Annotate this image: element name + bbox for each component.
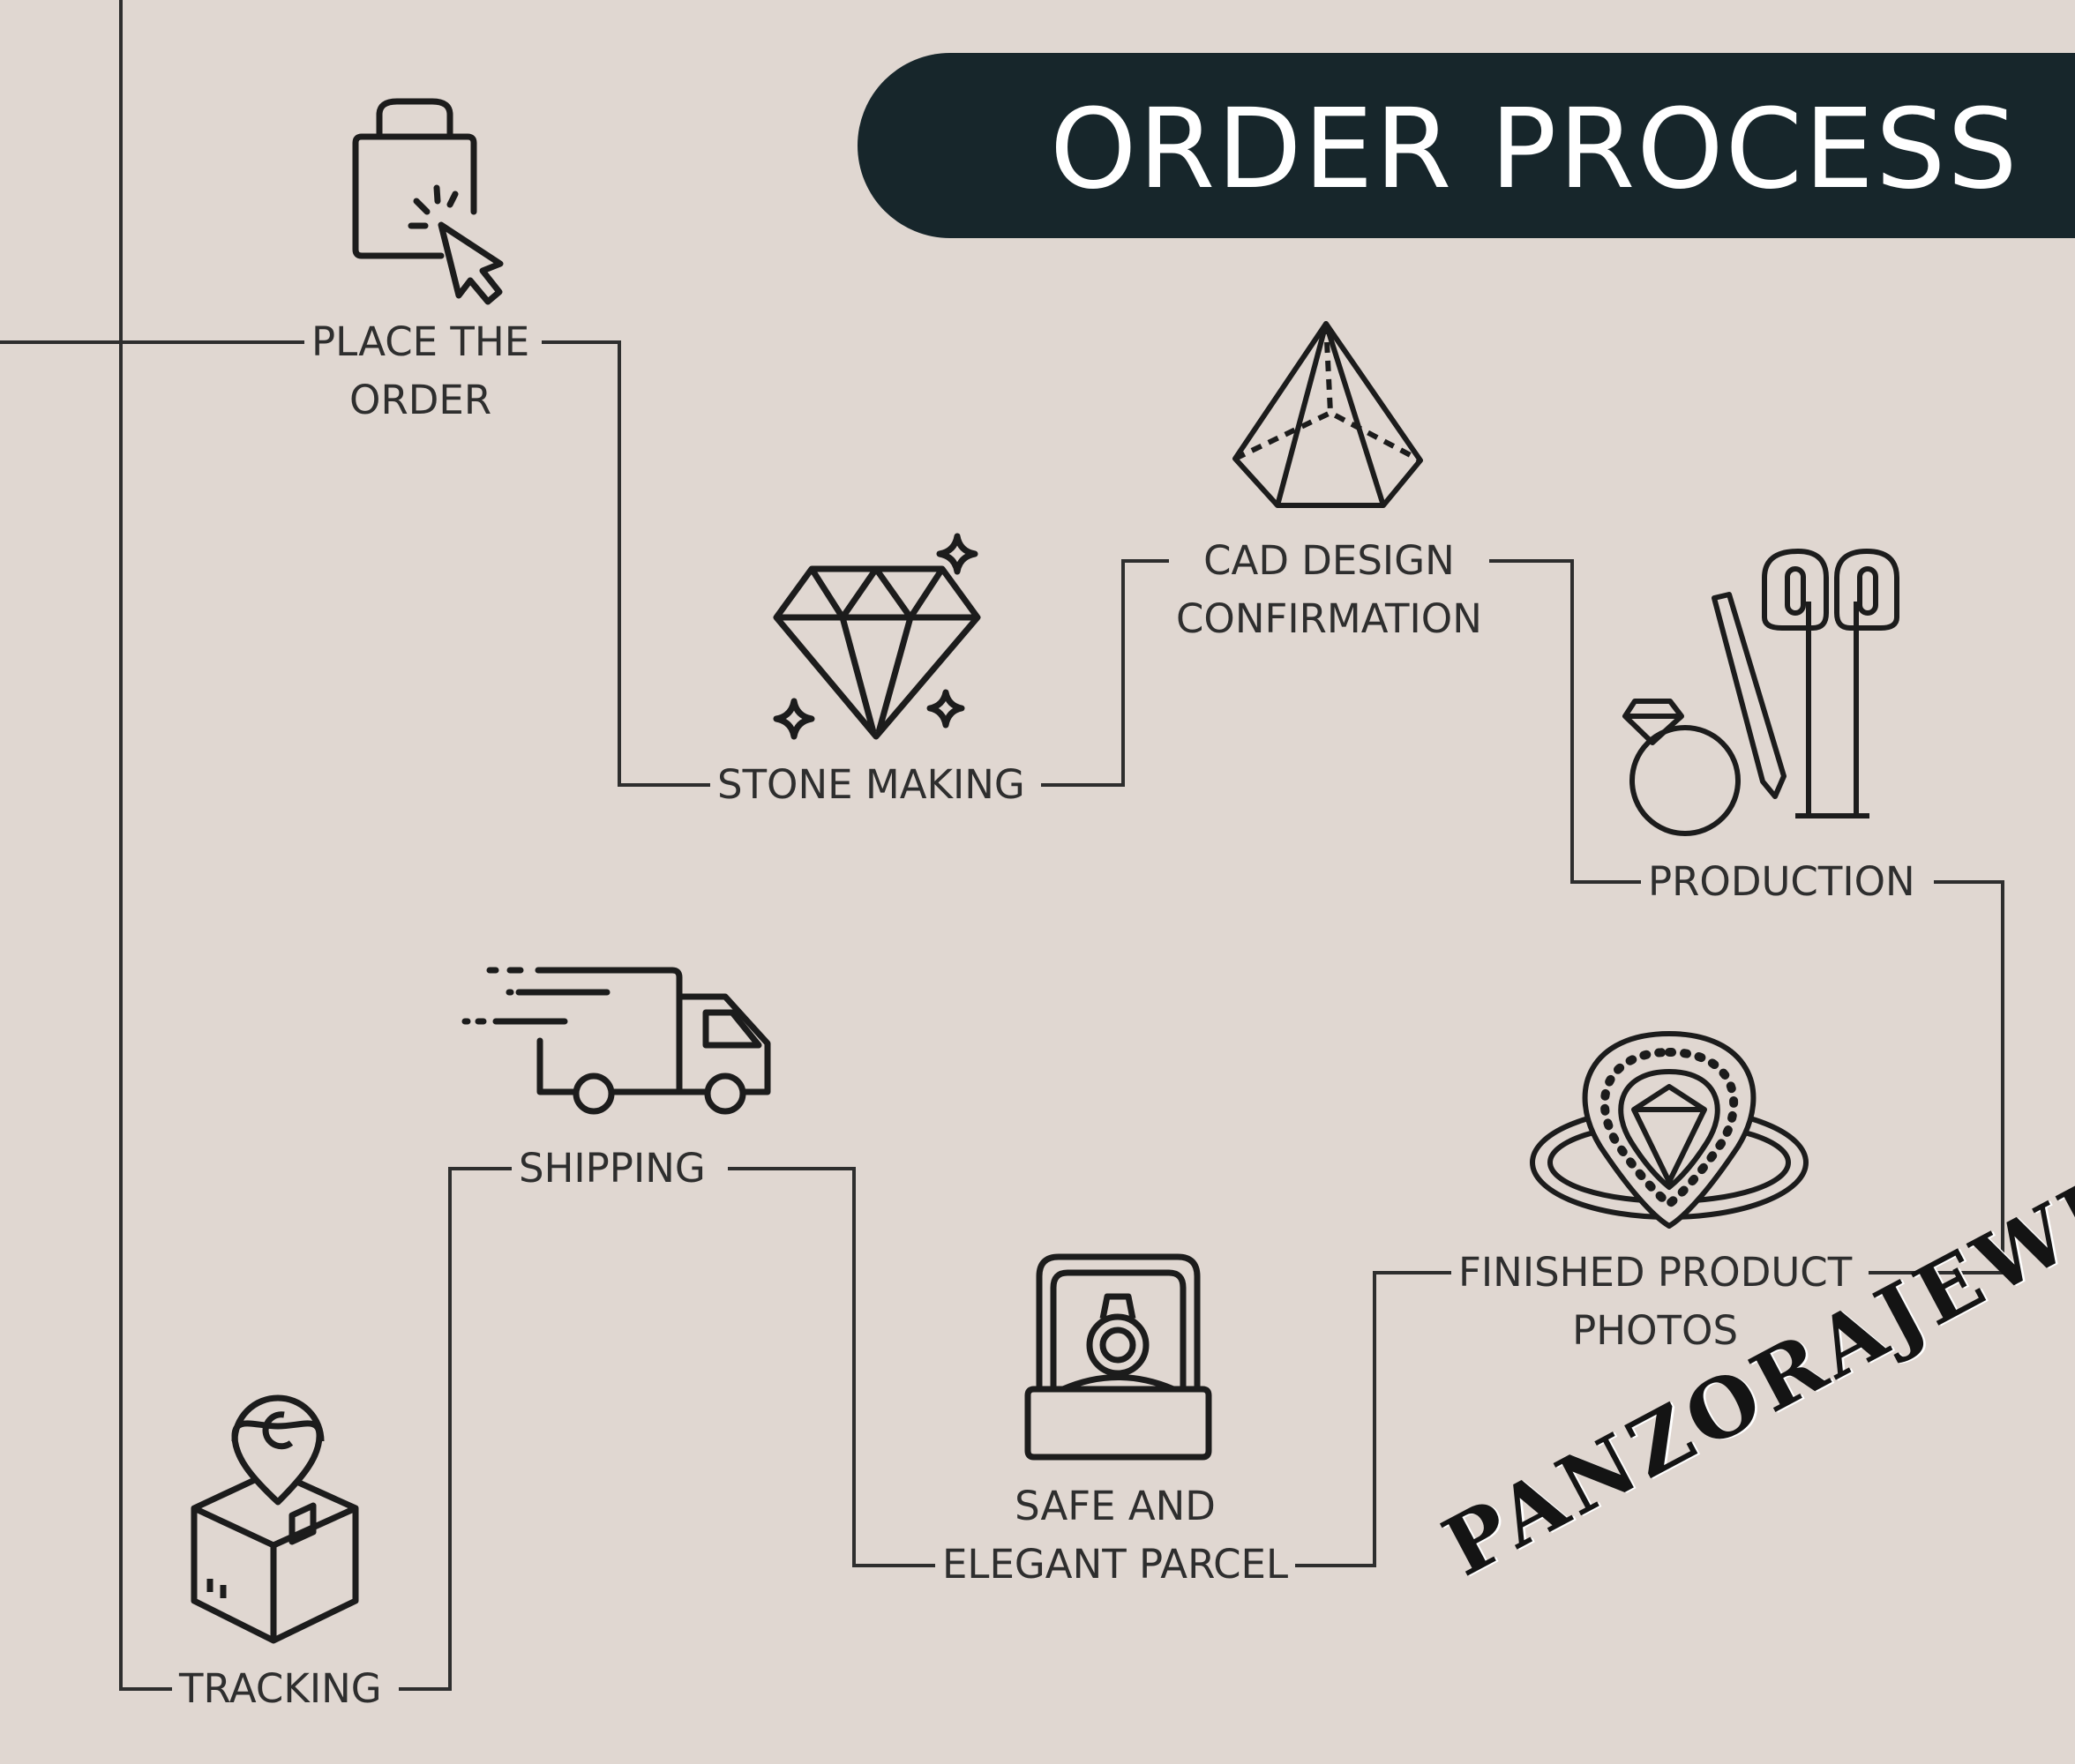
shopping-bag-cursor-icon [352, 98, 504, 305]
step-label-line: PLACE THE [311, 318, 530, 365]
step-label-place-order: PLACE THE ORDER [304, 313, 537, 430]
step-label-cad-design: CAD DESIGN CONFIRMATION [1169, 532, 1489, 648]
finished-to-parcel-connector [1295, 1271, 1451, 1567]
step-label-line: PRODUCTION [1648, 858, 1915, 905]
production-to-finished-connector [1869, 880, 2004, 1274]
step-label-parcel: SAFE AND ELEGANT PARCEL [935, 1477, 1296, 1594]
order-to-stone-connector [542, 340, 710, 787]
pyramid-gem-icon [1232, 321, 1423, 508]
step-label-line: ORDER [349, 377, 492, 423]
diamond-sparkle-icon [773, 533, 981, 740]
parcel-to-shipping-connector [728, 1167, 935, 1567]
stone-to-cad-connector [1041, 559, 1204, 787]
step-label-line: SAFE AND [1015, 1483, 1216, 1529]
step-label-line: ELEGANT PARCEL [942, 1541, 1289, 1588]
left-vertical-line [119, 0, 172, 1691]
delivery-truck-icon [461, 967, 771, 1115]
step-label-line: PHOTOS [1572, 1307, 1739, 1354]
step-label-line: STONE MAKING [717, 761, 1025, 808]
shipping-to-tracking-connector [399, 1167, 512, 1691]
step-label-line: CONFIRMATION [1176, 595, 1482, 642]
jewelry-tools-icon [1622, 549, 1899, 836]
page-title: ORDER PROCESS [1050, 86, 2019, 213]
step-label-production: PRODUCTION [1641, 853, 1922, 911]
connector-lines [0, 0, 2004, 1691]
package-location-icon [191, 1394, 359, 1644]
step-label-line: SHIPPING [519, 1145, 706, 1192]
pear-halo-ring-icon [1530, 1031, 1809, 1229]
step-label-shipping: SHIPPING [512, 1140, 713, 1198]
cad-to-production-connector [1469, 559, 1641, 884]
step-label-line: TRACKING [179, 1665, 382, 1712]
step-label-line: CAD DESIGN [1203, 537, 1455, 584]
title-banner [858, 53, 2075, 238]
step-label-line: FINISHED PRODUCT [1458, 1249, 1853, 1296]
step-label-tracking: TRACKING [172, 1660, 389, 1718]
step-label-stone-making: STONE MAKING [710, 756, 1032, 814]
step-label-finished-product: FINISHED PRODUCT PHOTOS [1451, 1244, 1860, 1360]
ring-box-icon [1024, 1253, 1212, 1461]
